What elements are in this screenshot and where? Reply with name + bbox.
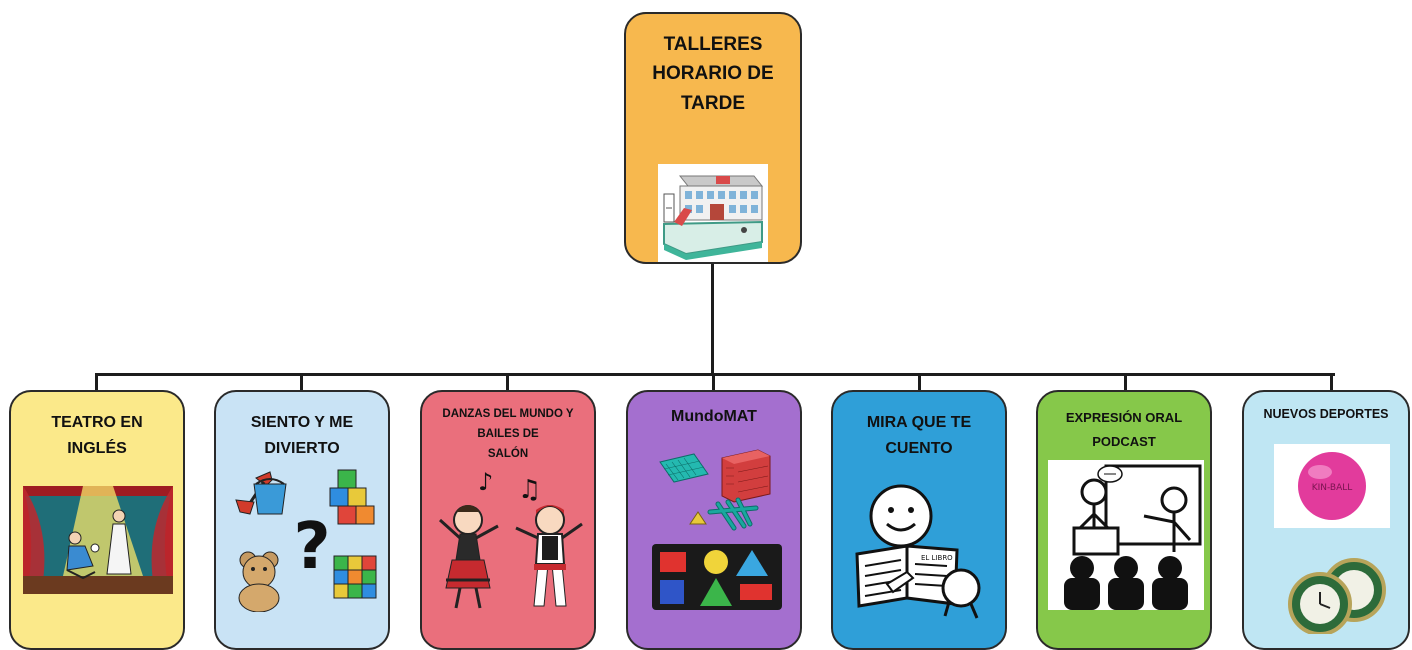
svg-text:♪: ♪ bbox=[478, 468, 493, 496]
kinball-label: KIN-BALL bbox=[1312, 483, 1353, 493]
workshop-card-1: TEATRO EN INGLÉS bbox=[9, 390, 185, 650]
podcast-presenter-icon bbox=[1048, 460, 1204, 610]
connector-bus bbox=[95, 373, 1335, 376]
medal-icon bbox=[1280, 554, 1390, 634]
workshop-card-7: NUEVOS DEPORTES KIN-BALL bbox=[1242, 390, 1410, 650]
book-label: EL LIBRO bbox=[921, 554, 953, 562]
connector-drop-6 bbox=[1124, 373, 1127, 393]
dancers-icon: ♪ ♫ bbox=[432, 468, 588, 618]
svg-text:?: ? bbox=[293, 510, 330, 584]
workshop-card-6: EXPRESIÓN ORAL PODCAST bbox=[1036, 390, 1212, 650]
toys-question-icon: ? bbox=[226, 464, 382, 612]
workshop-card-4: MundoMAT bbox=[626, 390, 802, 650]
connector-drop-2 bbox=[300, 373, 303, 393]
theater-stage-icon bbox=[23, 486, 173, 594]
connector-drop-7 bbox=[1330, 373, 1333, 393]
workshop-card-5: MIRA QUE TE CUENTO EL LIBRO bbox=[831, 390, 1007, 650]
workshop-title-2: SIENTO Y ME DIVIERTO bbox=[250, 414, 354, 458]
connector-drop-4 bbox=[712, 373, 715, 393]
connector-drop-3 bbox=[506, 373, 509, 393]
workshop-title-1: TEATRO EN INGLÉS bbox=[51, 414, 143, 458]
workshop-title-6: EXPRESIÓN ORAL PODCAST bbox=[1065, 410, 1183, 450]
connector-trunk bbox=[711, 262, 714, 375]
workshop-title-7: NUEVOS DEPORTES bbox=[1263, 407, 1389, 421]
connector-drop-1 bbox=[95, 373, 98, 393]
root-card: TALLERES HORARIO DE TARDE bbox=[624, 12, 802, 264]
kinball-sport-icon: KIN-BALL bbox=[1274, 444, 1390, 528]
math-manipulatives-icon bbox=[638, 442, 794, 612]
root-title: TALLERES HORARIO DE TARDE bbox=[652, 34, 774, 114]
storybook-reader-icon: EL LIBRO bbox=[847, 478, 997, 624]
school-building-icon bbox=[658, 164, 768, 262]
svg-text:♫: ♫ bbox=[518, 475, 541, 505]
workshop-card-3: DANZAS DEL MUNDO Y BAILES DE SALÓN ♪ ♫ bbox=[420, 390, 596, 650]
workshop-card-2: SIENTO Y ME DIVIERTO ? bbox=[214, 390, 390, 650]
workshop-title-5: MIRA QUE TE CUENTO bbox=[866, 414, 972, 458]
workshop-title-3: DANZAS DEL MUNDO Y BAILES DE SALÓN bbox=[442, 408, 574, 461]
workshop-title-4: MundoMAT bbox=[671, 408, 757, 425]
connector-drop-5 bbox=[918, 373, 921, 393]
